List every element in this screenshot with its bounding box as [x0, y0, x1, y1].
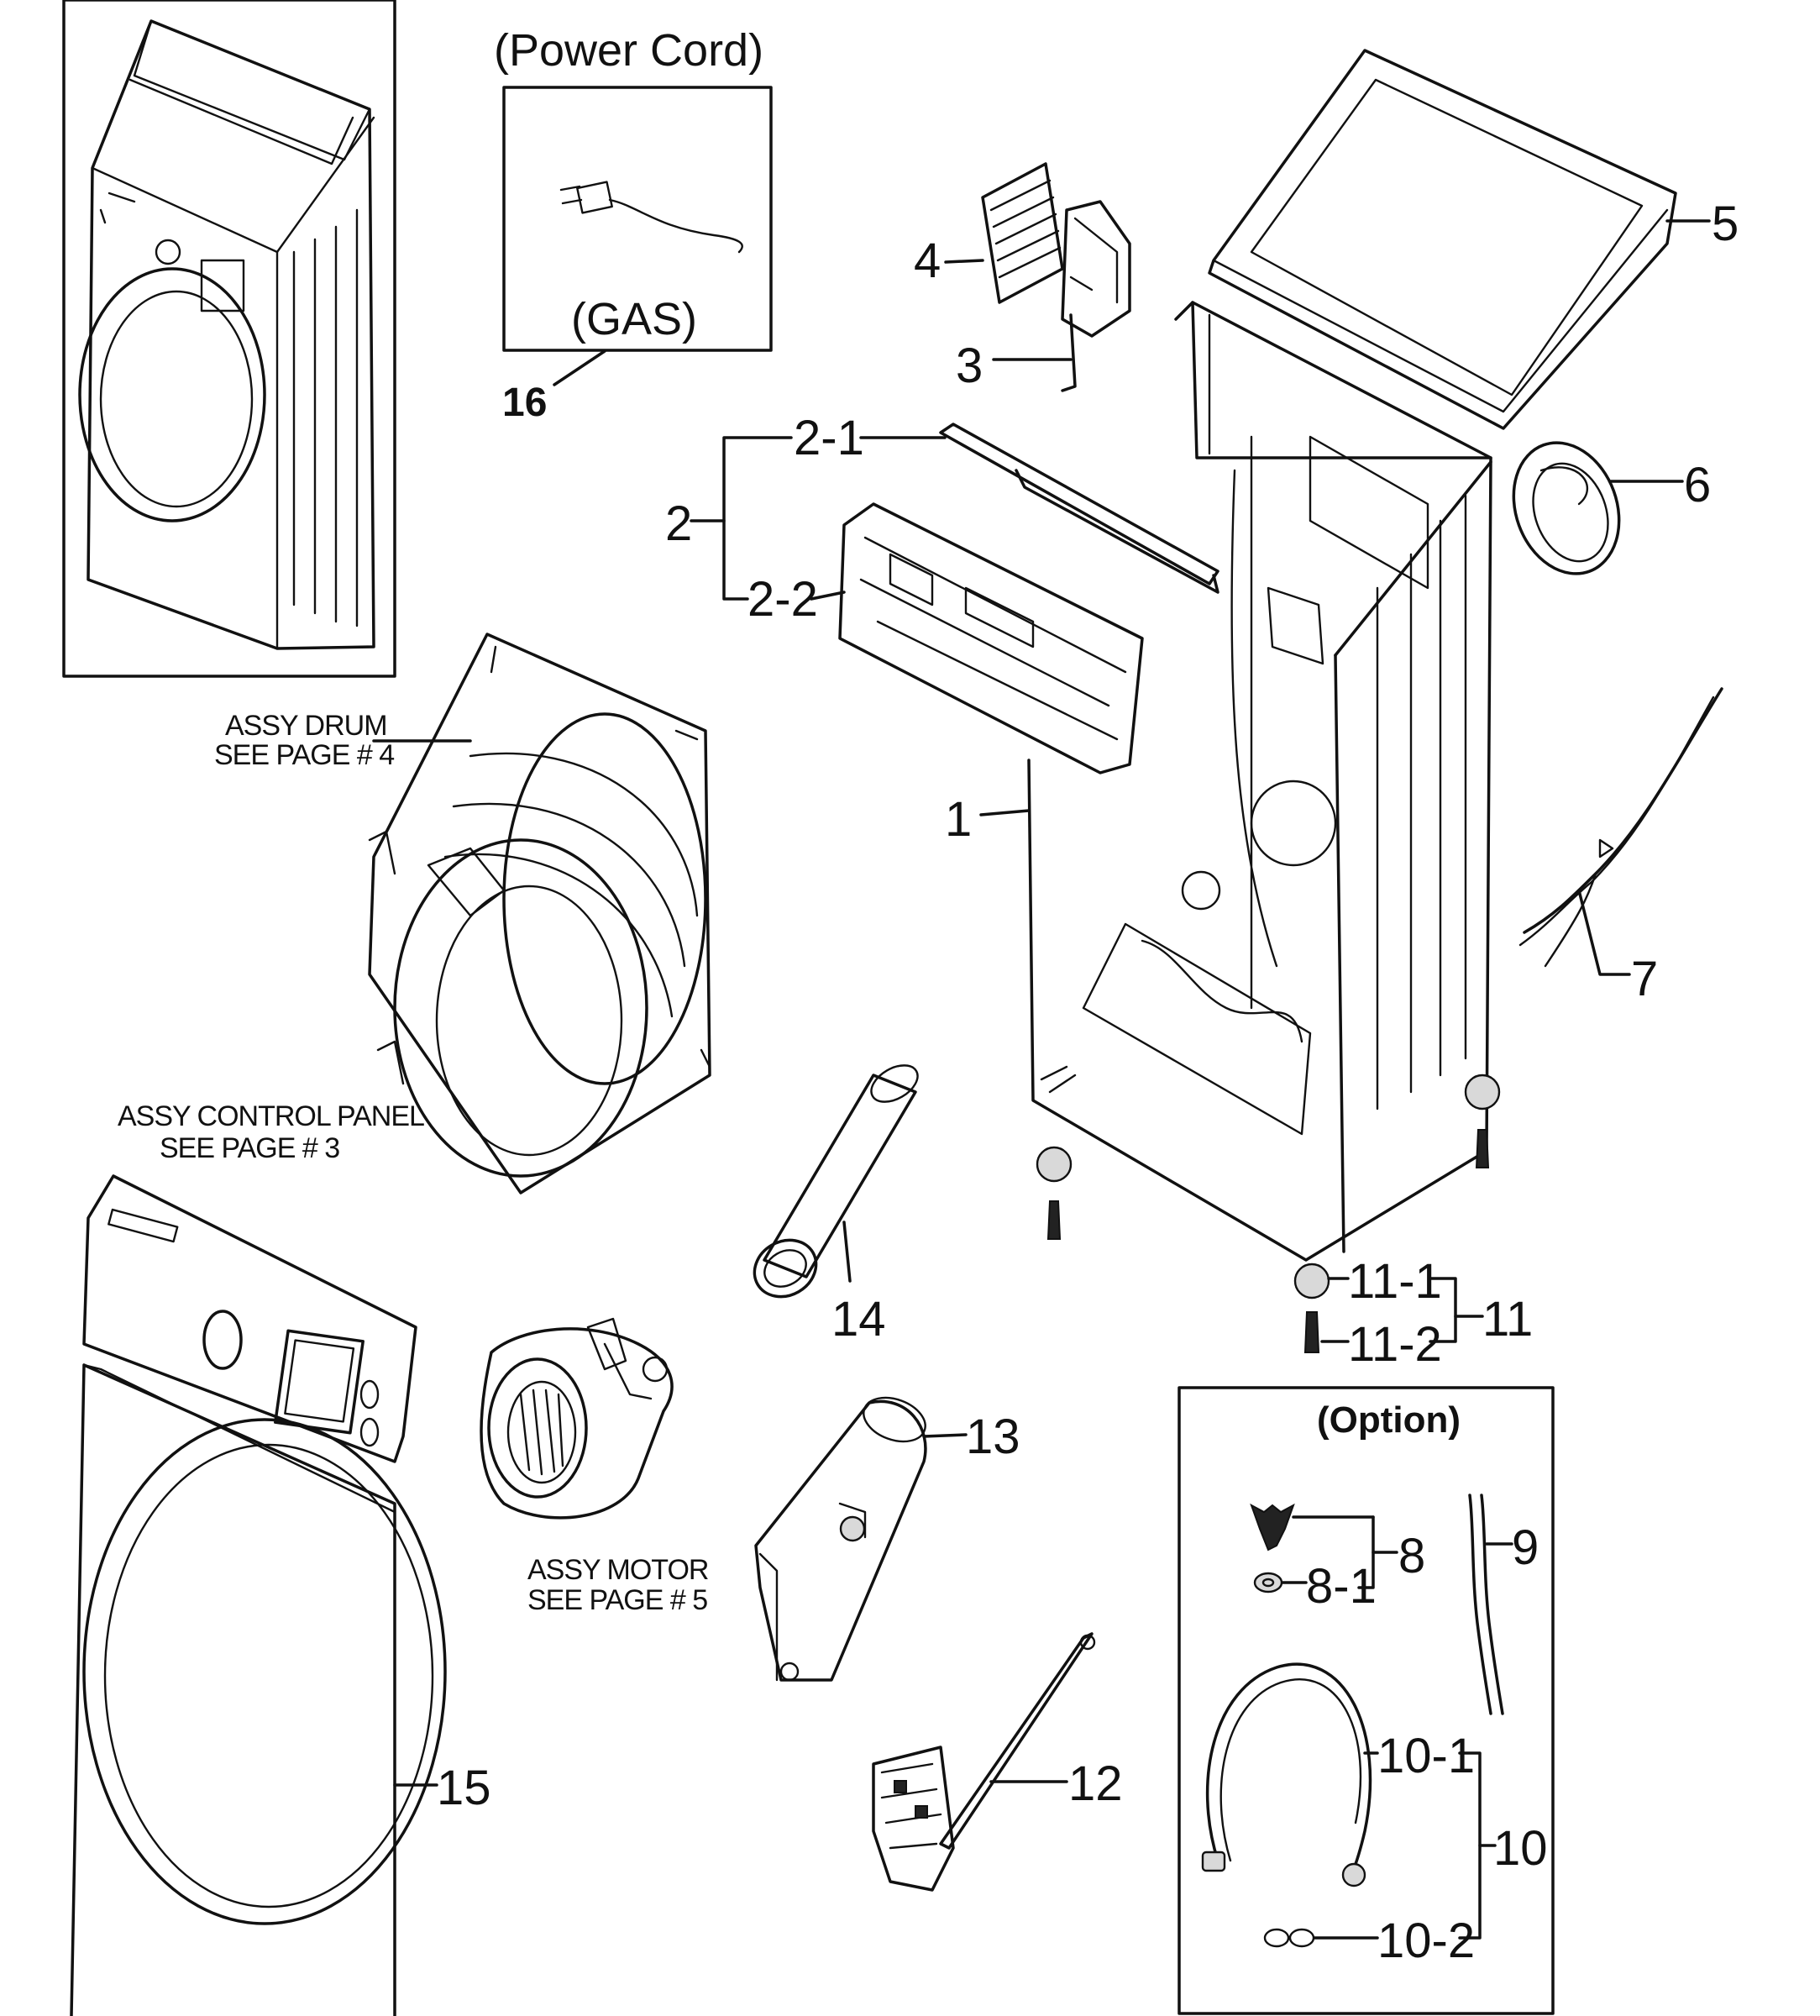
callout-8-1: 8-1: [1306, 1559, 1377, 1614]
callout-11-2: 11-2: [1348, 1317, 1442, 1372]
callout-11-1: 11-1: [1348, 1254, 1442, 1309]
power-cord-group: (Power Cord) (GAS) 16: [494, 25, 773, 425]
assy-drum: ASSY DRUM SEE PAGE # 4: [214, 633, 711, 1194]
option-frame: [1177, 1386, 1555, 2015]
callout-9: 9: [1512, 1520, 1539, 1575]
drum-note-line2: SEE PAGE # 4: [214, 739, 394, 771]
dryer-door-inner: [99, 290, 254, 508]
part-13-heater: 13: [754, 1396, 1020, 1682]
callout-10: 10: [1493, 1821, 1548, 1876]
callout-7: 7: [1631, 952, 1658, 1006]
callout-10-2: 10-2: [1377, 1914, 1475, 1968]
part-14-duct: 14: [753, 1064, 919, 1347]
part-2-2-front-bracket: [838, 502, 1144, 774]
panel-note-line1: ASSY CONTROL PANEL: [118, 1100, 424, 1132]
panel-note-line2: SEE PAGE # 3: [160, 1132, 339, 1164]
option-title: (Option): [1317, 1399, 1461, 1441]
dryer-display: [200, 259, 245, 312]
part-10-hose-kit: 10-1 10-2 10: [1201, 1662, 1548, 1968]
callout-5: 5: [1712, 197, 1739, 251]
part-6-vent-cover: 6: [1512, 441, 1711, 575]
part-11-leveling-feet: 11-1 11-2 11: [1036, 1074, 1533, 1372]
callout-15: 15: [437, 1761, 491, 1815]
part-4-filter: 4: [914, 162, 1064, 304]
assembled-dryer-thumbnail: [62, 0, 396, 678]
callout-2-1: 2-1: [794, 411, 864, 465]
motor-note-line1: ASSY MOTOR: [527, 1554, 708, 1586]
callout-6: 6: [1684, 458, 1711, 512]
motor-note-line2: SEE PAGE # 5: [527, 1584, 707, 1616]
part-2-1-rail: [939, 423, 1219, 594]
callout-2: 2: [665, 496, 692, 551]
power-cord-title: (Power Cord): [494, 25, 763, 76]
thumbnail-frame: [62, 0, 396, 678]
callout-1: 1: [945, 792, 972, 847]
callout-14: 14: [831, 1292, 886, 1347]
callout-12: 12: [1068, 1756, 1123, 1811]
callout-2-2: 2-2: [747, 572, 818, 627]
assy-motor: ASSY MOTOR SEE PAGE # 5: [480, 1317, 709, 1616]
callout-10-1: 10-1: [1377, 1729, 1475, 1783]
callout-11: 11: [1482, 1292, 1533, 1347]
part-15-front-panel: 15: [70, 1363, 491, 2016]
dryer-door-outer: [78, 267, 266, 522]
callout-13: 13: [966, 1410, 1020, 1464]
callout-3: 3: [956, 339, 983, 393]
part-7-wire-harness: 7: [1518, 687, 1723, 1006]
part-8-y-connector: 8 8-1: [1250, 1503, 1425, 1614]
part-3-housing: 3: [956, 200, 1131, 393]
foot-11-1: [1293, 1263, 1330, 1299]
option-box: (Option) 8 8-1 9: [1177, 1386, 1555, 2015]
callout-4: 4: [914, 234, 941, 288]
power-plug-icon: [559, 181, 743, 254]
part-5-top-plate: 5: [1208, 49, 1739, 430]
part-9-hose: 9: [1468, 1494, 1539, 1715]
part-12-bracket: 12: [872, 1632, 1123, 1892]
front-door-ring: [82, 1418, 447, 1925]
drum-front-opening: [393, 838, 648, 1178]
part-1-cabinet: 1: [945, 301, 1492, 1262]
dryer-knob: [155, 239, 181, 265]
callout-8: 8: [1398, 1529, 1425, 1583]
assy-control-panel: ASSY CONTROL PANEL SEE PAGE # 3: [82, 1100, 425, 1463]
power-cord-box: [502, 86, 773, 352]
drum-note-line1: ASSY DRUM: [225, 710, 387, 742]
callout-16: 16: [502, 381, 547, 425]
gas-label: (GAS): [571, 294, 697, 344]
part-2-callouts: 2 2-1 2-2: [665, 411, 947, 627]
screw-11-2: [1303, 1311, 1320, 1353]
